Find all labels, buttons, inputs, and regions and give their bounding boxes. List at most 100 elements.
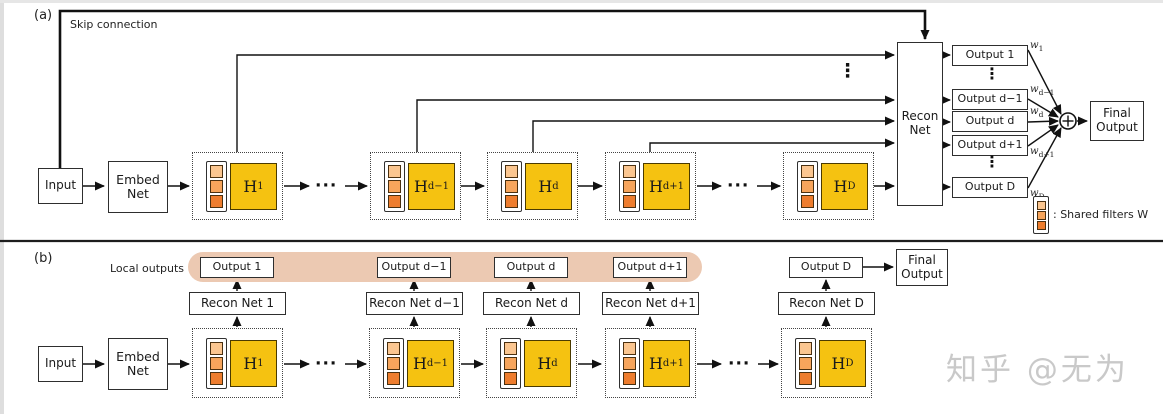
ellipsis-horizontal: ··· [315,354,338,374]
final-output-box-b: Final Output [896,249,948,286]
top-edge-strip [0,0,1163,3]
filter-cell [801,165,814,178]
filter-cell [623,180,636,193]
filter-cell [623,372,636,385]
filter-cell [1036,220,1046,230]
recon-net-box-b-d-1: Recon Net d−1 [366,292,463,315]
filter-cell [505,195,518,208]
weight-label-d+1: wd+1 [1030,146,1055,159]
output-box-a-D: Output D [952,177,1028,198]
filter-cell [799,357,812,370]
shared-filters-legend-label: : Shared filters W [1053,208,1149,221]
weight-label-d: wd [1030,106,1044,119]
embed-net-box-a: Embed Net [108,161,168,213]
skip-connection-line [58,9,930,168]
filter-cell [388,195,401,208]
ellipsis-horizontal: ··· [727,176,750,196]
recon-net-box-b-d+1: Recon Net d+1 [602,292,699,315]
filter-cell [210,165,223,178]
filter-cell [505,165,518,178]
shared-filters-icon [619,338,640,389]
filter-cell [388,180,401,193]
filter-cell [623,195,636,208]
output-box-b-d+1: Output d+1 [613,257,687,278]
input-box-a: Input [38,168,83,204]
filter-cell [210,180,223,193]
output-box-a-d+1: Output d+1 [952,135,1028,156]
panel-b-label: (b) [34,251,53,266]
output-box-a-d: Output d [952,111,1028,132]
shared-filters-icon [500,338,521,389]
filter-cell [504,342,517,355]
input-box-b: Input [38,346,83,382]
filter-cell [387,372,400,385]
shared-filters-icon [384,161,405,212]
output-box-a-1: Output 1 [952,45,1028,66]
shared-filters-legend-icon [1033,196,1049,234]
filter-cell [801,180,814,193]
filter-cell [387,357,400,370]
shared-filters-icon [383,338,404,389]
recon-net-box-b-d: Recon Net d [483,292,580,315]
output-box-b-1: Output 1 [200,257,274,278]
shared-filters-icon [619,161,640,212]
local-outputs-label: Local outputs [110,262,185,275]
filter-cell [504,357,517,370]
filter-cell [210,342,223,355]
ellipsis-horizontal: ··· [728,354,751,374]
ellipsis-vertical: ⋮ [838,60,857,82]
sum-node [1059,112,1077,130]
filter-cell [505,180,518,193]
filter-cell [387,342,400,355]
filter-cell [210,195,223,208]
filter-cell [1036,210,1046,220]
filter-cell [504,372,517,385]
filter-cell [623,165,636,178]
filter-cell [801,195,814,208]
shared-filters-icon [501,161,522,212]
filter-cell [623,357,636,370]
output-box-b-D: Output D [789,257,863,278]
shared-filters-icon [206,161,227,212]
left-edge-strip [0,0,4,414]
output-box-a-d-1: Output d−1 [952,89,1028,110]
embed-net-box-b: Embed Net [108,338,168,390]
ellipsis-vertical: ⋮ [984,152,1000,171]
shared-filters-icon [795,338,816,389]
filter-cell [210,357,223,370]
skip-connection-label: Skip connection [70,18,158,31]
watermark: 知乎 @无为 [946,352,1129,388]
filter-cell [210,372,223,385]
shared-filters-icon [797,161,818,212]
filter-cell [799,342,812,355]
recon-net-box-a: Recon Net [897,42,943,206]
ellipsis-vertical: ⋮ [984,64,1000,83]
recon-net-box-b-D: Recon Net D [778,292,875,315]
recon-net-box-b-1: Recon Net 1 [189,292,286,315]
weight-label-d-1: wd−1 [1030,84,1055,97]
ellipsis-horizontal: ··· [315,176,338,196]
output-box-b-d: Output d [494,257,568,278]
output-box-b-d-1: Output d−1 [377,257,451,278]
weight-label-1: w1 [1030,40,1044,53]
panel-a-label: (a) [34,8,53,23]
